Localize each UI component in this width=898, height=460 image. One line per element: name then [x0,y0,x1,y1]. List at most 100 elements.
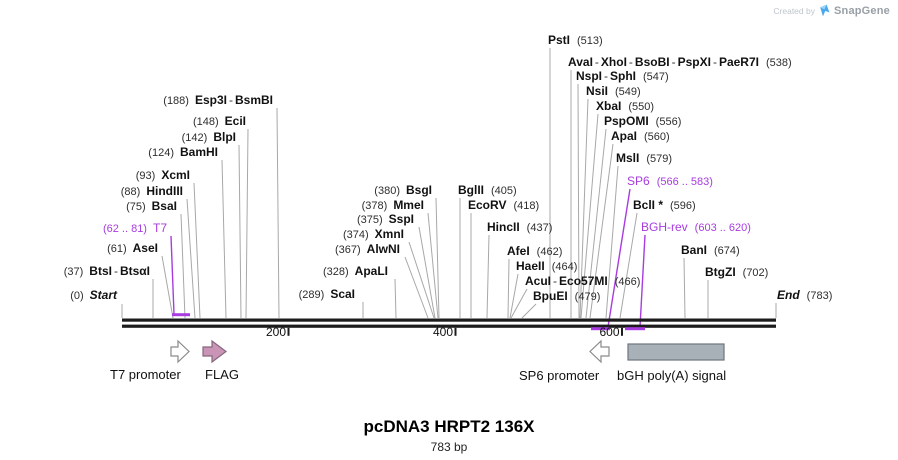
site-position: (702) [742,267,769,279]
site-position: (418) [513,200,540,212]
site-label-bghrev[interactable]: BGH-rev(603 .. 620) [641,221,751,235]
site-label-banI[interactable]: BanI(674) [681,244,740,258]
site-name: Start [89,288,117,302]
site-label-xcmI[interactable]: (93)XcmI [136,169,190,183]
sp6-primer-segment[interactable] [591,327,610,331]
site-label-mslI[interactable]: MslI(579) [616,152,672,166]
axis-tick-600 [621,327,623,336]
site-name: ApaI [611,129,638,143]
site-name: AfeI [507,244,530,258]
site-label-btsI[interactable]: (37)BtsI-BtsαI [64,265,150,279]
site-label-apaLI[interactable]: (328) ApaLI [323,265,388,279]
site-position: (188) [163,95,189,107]
site-label-bclI[interactable]: BclI *(596) [633,199,696,213]
flag-arrow[interactable] [202,339,227,364]
axis-label-600: 600 [599,325,620,339]
connector-bghrev [639,234,646,328]
site-label-t7[interactable]: (62 .. 81)T7 [103,222,167,236]
bgh-polya-label[interactable]: bGH poly(A) signal [617,368,727,383]
site-name: BGH-rev [641,220,688,234]
site-name: MmeI [393,198,424,212]
site-name: ApaLI [354,264,388,278]
site-position: (328) [322,266,349,278]
site-label-end[interactable]: End(783) [777,289,832,303]
site-name: BsgI [405,183,432,197]
connector-lines [121,48,777,328]
site-label-hincII[interactable]: HincII(437) [487,221,552,235]
site-label-btgZI[interactable]: BtgZI(702) [705,266,768,280]
site-label-xmnI[interactable]: (374) XmnI [343,228,404,242]
site-label-sp6[interactable]: SP6(566 .. 583) [627,175,713,189]
site-position: (405) [491,185,517,197]
connector-afeI [507,258,510,319]
site-name: PstI [548,33,571,47]
site-label-apaI[interactable]: ApaI(560) [611,130,670,144]
site-label-afeI[interactable]: AfeI(462) [507,245,562,259]
site-label-esp3I[interactable]: (188)Esp3I-BsmBI [163,94,273,108]
site-position: (579) [646,153,673,165]
sequence-line-bottom[interactable] [122,324,776,328]
site-label-bglII[interactable]: BglII(405) [458,184,517,198]
site-label-pstI[interactable]: PstI(513) [548,34,603,48]
site-label-bamHI[interactable]: (124)BamHI [148,146,218,160]
site-name: Esp3I [194,93,227,107]
site-name: XmnI [374,227,404,241]
connector-bclI [619,212,638,319]
sp6-promoter-arrow[interactable] [589,339,610,364]
site-label-scaI[interactable]: (289)ScaI [299,288,355,302]
site-name: BsaI [151,199,177,213]
site-name: HaeII [516,259,545,273]
t7-primer-segment[interactable] [172,313,190,317]
connector-esp3I [276,107,280,319]
t7-promoter-arrow[interactable] [170,339,190,364]
sequence-line-top[interactable] [122,318,776,322]
connector-bsaI [180,213,186,319]
site-position: (62 .. 81) [102,223,147,235]
bgh-polya-box[interactable] [627,343,725,361]
site-position: (547) [643,71,669,83]
site-name: HincII [487,220,520,234]
site-name: BclI * [633,198,664,212]
site-name: BsmBI [234,93,273,107]
site-label-nspI[interactable]: NspI-SphI(547) [576,70,669,84]
site-label-avaI[interactable]: AvaI-XhoI-BsoBI-PspXI-PaeR7I(538) [568,56,792,70]
connector-xcmI [193,182,201,319]
map-length: 783 bp [430,440,468,454]
site-label-bpuEI[interactable]: BpuEI(479) [533,290,600,304]
site-label-alwNI[interactable]: (367)AlwNI [335,243,400,257]
site-label-bsgI[interactable]: (380) BsgI [374,184,432,198]
site-label-mmeI[interactable]: (378)MmeI [362,199,424,213]
bgh-rev-primer-segment[interactable] [625,327,645,331]
site-label-xbaI[interactable]: XbaI(550) [596,100,654,114]
site-label-hindIII[interactable]: (88)HindIII [121,185,183,199]
site-name-separator: - [628,55,633,69]
site-label-eciI[interactable]: (148)EciI [193,115,246,129]
site-name-separator: - [553,274,558,288]
connector-sp6 [607,188,631,328]
site-label-blpI[interactable]: (142)BlpI [182,131,236,145]
site-position: (380) [374,185,400,197]
site-position: (61) [107,243,127,255]
flag-label[interactable]: FLAG [205,367,239,382]
axis-tick-200 [287,327,290,336]
connector-mslI [605,165,619,319]
connector-banI [683,257,686,319]
site-name: EcoRV [468,198,507,212]
site-label-aseI[interactable]: (61)AseI [107,242,158,256]
sp6-promoter-label[interactable]: SP6 promoter [519,368,600,383]
site-label-pspOMI[interactable]: PspOMI(556) [604,115,681,129]
site-label-haeII[interactable]: HaeII (464) [516,260,577,274]
site-label-sspI[interactable]: (375)SspI [357,213,414,227]
site-name-separator: - [671,55,676,69]
site-label-ecoRV[interactable]: EcoRV (418) [468,199,539,213]
site-label-nsiI[interactable]: NsiI(549) [586,85,641,99]
site-label-bsaI[interactable]: (75)BsaI [126,200,177,214]
t7-promoter-label[interactable]: T7 promoter [110,367,181,382]
site-position: (464) [551,261,578,273]
site-label-start[interactable]: (0)Start [70,289,117,303]
site-label-acuI[interactable]: AcuI-Eco57MI(466) [525,275,640,289]
connector-alwNI [404,256,429,319]
site-position: (374) [342,229,369,241]
site-name: AvaI [568,55,593,69]
